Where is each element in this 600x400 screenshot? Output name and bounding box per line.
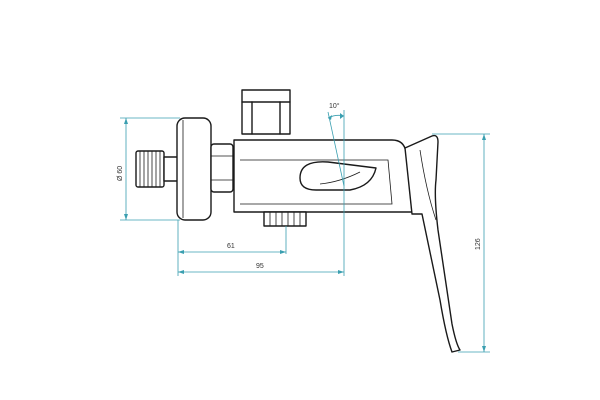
dimension-diameter: Ø 60 xyxy=(117,117,180,221)
wall-flange xyxy=(176,117,212,221)
lever-cam xyxy=(299,161,377,191)
dimension-length-95: 95 xyxy=(178,110,345,276)
angle-label: 10° xyxy=(329,102,340,110)
inlet-threaded-connector xyxy=(135,150,179,188)
lever-handle xyxy=(404,134,461,353)
height-label: 126 xyxy=(475,238,482,250)
top-bracket xyxy=(241,89,291,135)
dimension-angle: 10° xyxy=(327,102,345,187)
length-95-label: 95 xyxy=(256,263,264,270)
dimension-height: 126 xyxy=(432,133,490,353)
outlet-connector xyxy=(263,211,307,227)
length-61-label: 61 xyxy=(227,243,235,250)
hex-nut xyxy=(210,143,234,193)
dimension-length-61: 61 xyxy=(177,220,287,276)
diameter-label: Ø 60 xyxy=(117,166,124,181)
